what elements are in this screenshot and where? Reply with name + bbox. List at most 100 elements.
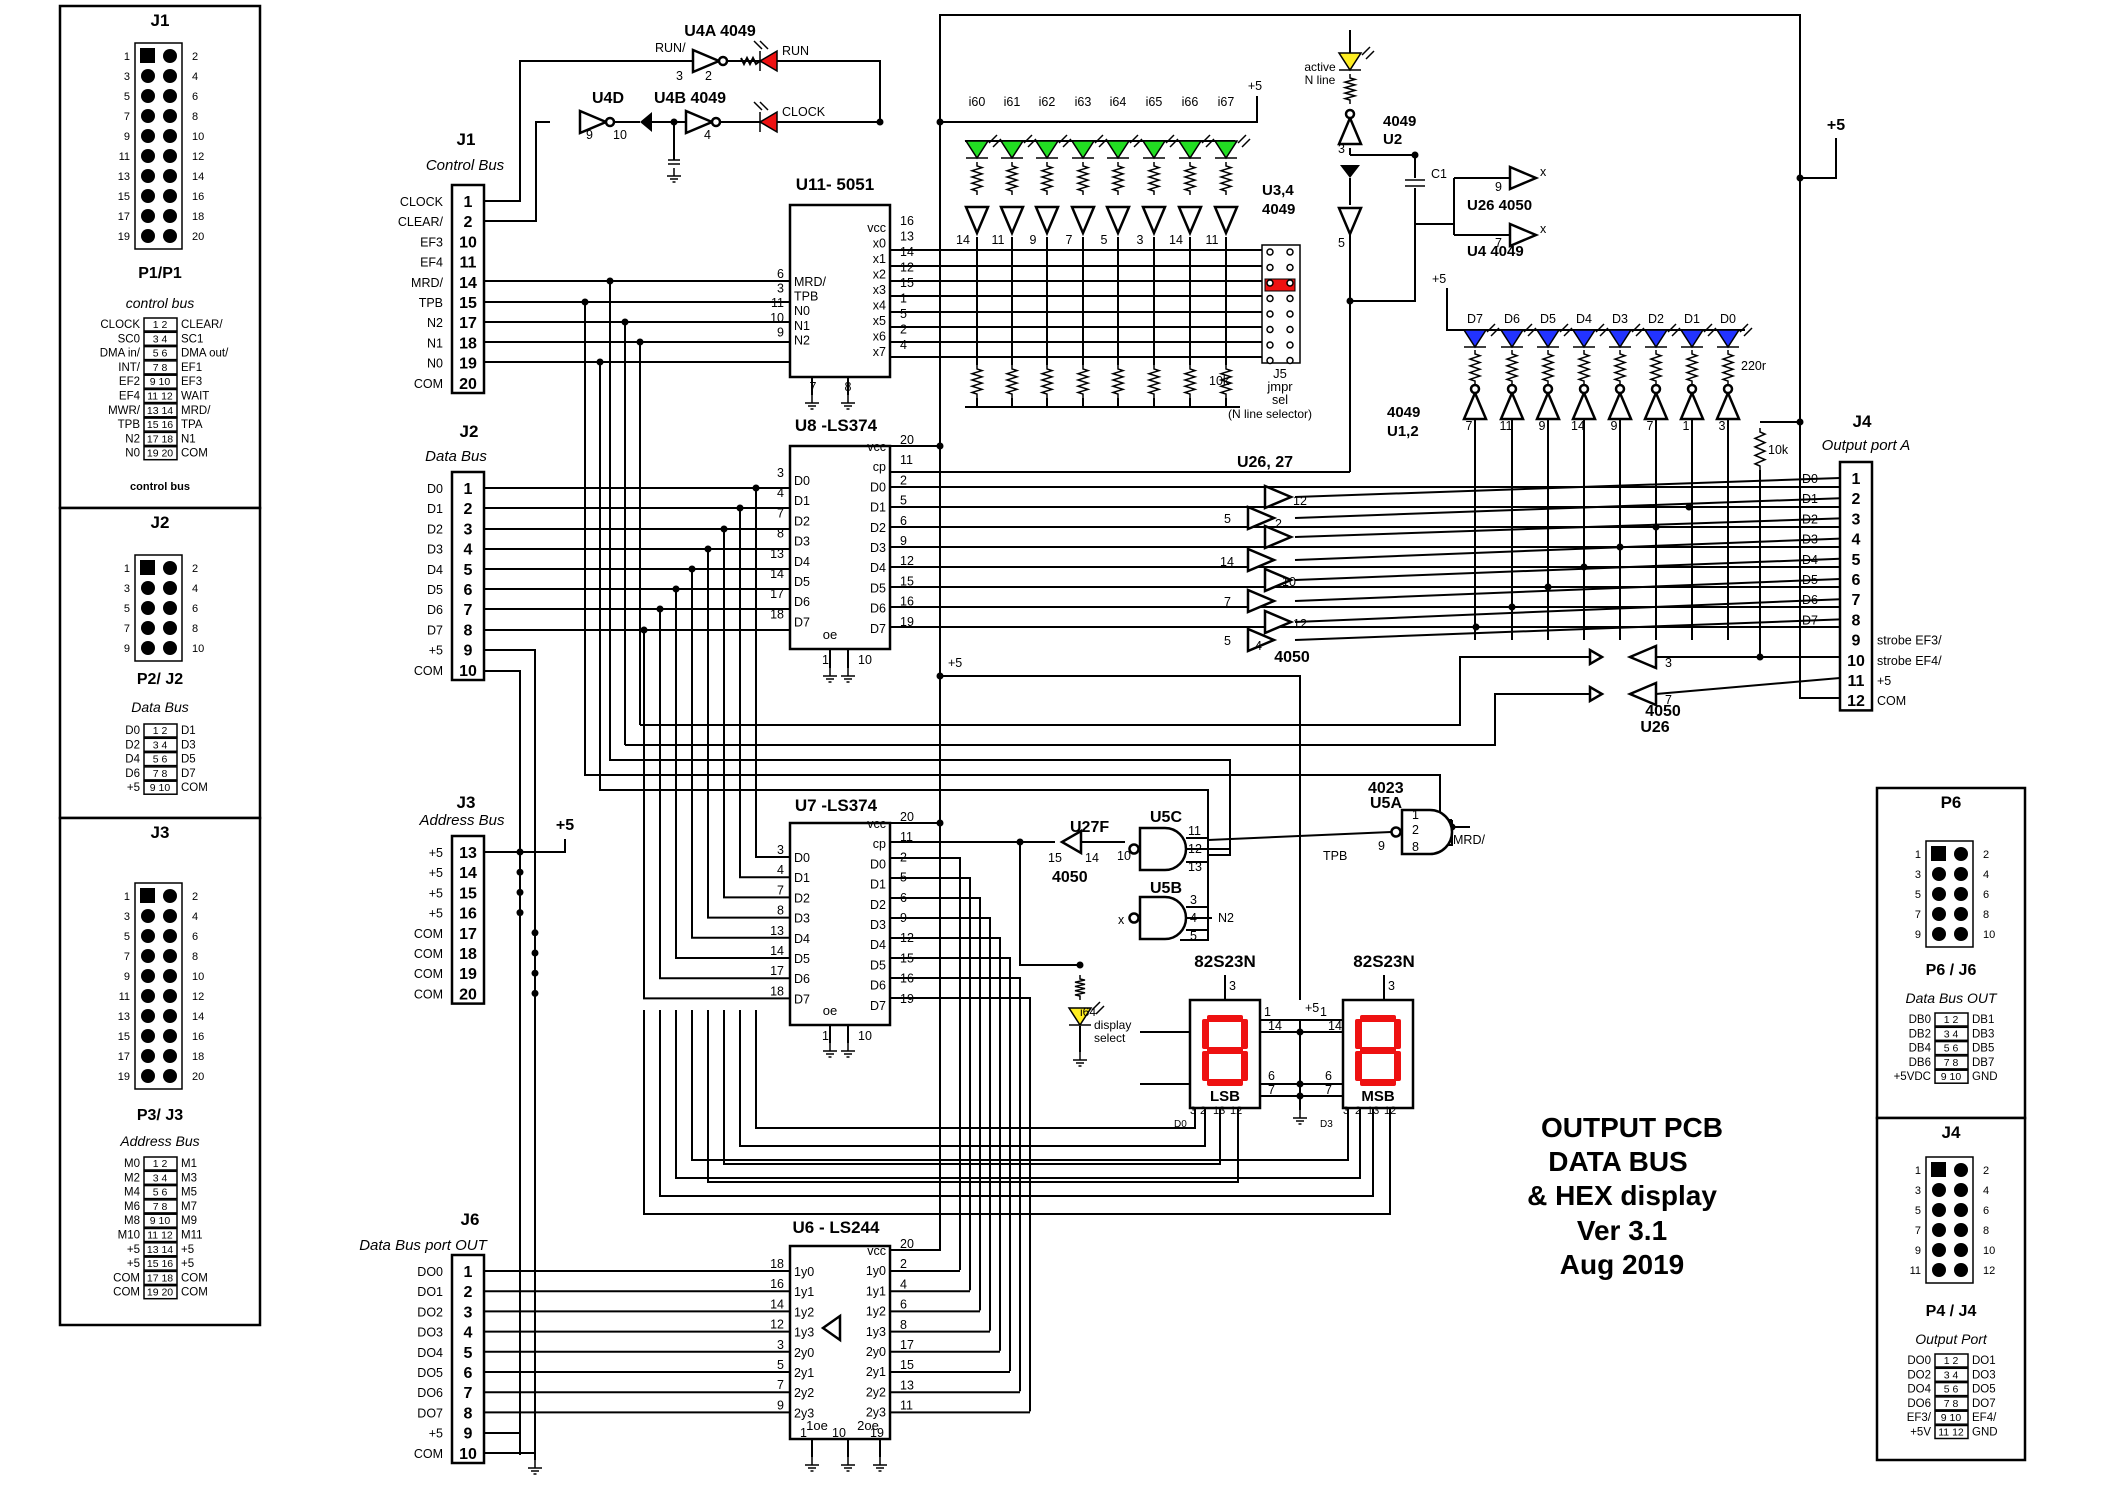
pin-number: 9: [1378, 839, 1385, 853]
pin-number: 14: [1268, 1019, 1282, 1033]
chip-pin-number: 3: [777, 466, 784, 480]
pin-number: 1: [124, 51, 130, 63]
blue-led-icon: [1462, 329, 1488, 349]
pin-number: 3: [1719, 419, 1726, 433]
connector-pin: 15: [459, 295, 477, 312]
pin-square: [140, 560, 155, 575]
pin-signal: GND: [1972, 1071, 1998, 1083]
wire: [1294, 618, 1841, 641]
signal-label: COM: [414, 987, 443, 1001]
pinout-title: P6: [1941, 793, 1962, 812]
pin-pair: 17 18: [147, 1272, 173, 1284]
pin-number: 5: [1224, 634, 1231, 648]
chip-pin-number: 20: [900, 810, 914, 824]
pin-number: 7: [1325, 1083, 1332, 1097]
pin-signal: COM: [113, 1272, 140, 1284]
pin-number: 11: [1500, 419, 1513, 433]
pin-cell: [1934, 1026, 1969, 1042]
signal-label: CLOCK: [400, 195, 444, 209]
chip-pin-number: 4: [900, 338, 907, 352]
junction-dot: [516, 848, 524, 856]
led-ray: [1523, 323, 1533, 333]
wire: [890, 122, 941, 1251]
wire: [890, 857, 961, 1270]
buffer-gate-icon: [1246, 547, 1278, 573]
signal-label: COM: [414, 967, 443, 981]
connector-pin: 5: [1852, 552, 1861, 569]
led-label: i64: [1080, 1005, 1096, 1019]
pin-dot: [141, 209, 155, 223]
pin-cell: [143, 737, 178, 753]
chip-pin-number: 9: [777, 325, 784, 339]
resistor-icon: [1075, 365, 1091, 398]
pin-dot: [1954, 1183, 1968, 1197]
pin-number: 3: [1190, 893, 1197, 907]
pin-dot: [1954, 867, 1968, 881]
pin-number: 14: [1169, 233, 1183, 247]
pin-signal: CLOCK: [100, 319, 140, 331]
chip-pin-name: D6: [794, 595, 810, 609]
signal-label: DO1: [417, 1285, 443, 1299]
pin-number: 7: [1915, 1225, 1921, 1237]
connector-pin: 7: [464, 1385, 473, 1402]
resistor-icon: [1074, 975, 1086, 1000]
pinout-panel-p6: [1875, 786, 2027, 1120]
signal-label: RUN/: [655, 41, 686, 55]
led-ray: [1486, 323, 1496, 333]
chip-pin-name: D1: [870, 501, 886, 515]
pin-signal: DB6: [1909, 1057, 1931, 1069]
junction-dot: [531, 969, 539, 977]
pin-number: 17: [118, 1051, 130, 1063]
pin-dot: [163, 581, 177, 595]
connector-pin: 2: [464, 214, 473, 231]
connector-pin: 14: [459, 275, 477, 292]
junction-dot: [636, 338, 644, 346]
pin-pair: 7 8: [153, 362, 168, 374]
inverter-bubble-icon: [1469, 383, 1481, 395]
chip-pin-number: 10: [770, 311, 784, 325]
buffer-gate-icon: [1059, 828, 1083, 856]
wire: [723, 1010, 1221, 1165]
resistor-icon: [1039, 162, 1055, 195]
resistor-label: 220r: [1741, 359, 1766, 373]
junction-dot: [516, 909, 524, 917]
pin-signal: COM: [181, 782, 208, 794]
wire: [1294, 537, 1841, 561]
pin-signal: M11: [181, 1230, 203, 1242]
connector-label: J1: [457, 130, 476, 149]
pin-number: 2: [192, 51, 198, 63]
chip-pin-number: 6: [777, 267, 784, 281]
connector-pin: 10: [459, 234, 477, 251]
pin-number: 10: [1282, 575, 1296, 589]
chip-pin-name: D5: [794, 575, 810, 589]
connector-pin: 1: [464, 1264, 473, 1281]
resistor-icon: [1720, 350, 1736, 385]
junction-dot: [581, 298, 589, 306]
pin-dot: [163, 1069, 177, 1083]
buffer-gate-icon: [1263, 524, 1295, 550]
led-ray: [753, 40, 763, 50]
chip-pin-name: 1oe: [806, 1418, 828, 1433]
pin-label: D3: [1320, 1119, 1333, 1130]
pin-dot: [163, 69, 177, 83]
pin-number: 12: [1983, 1265, 1995, 1277]
buffer-gate-icon: [578, 109, 610, 135]
resistor-icon: [1753, 428, 1767, 470]
chip-pin-name: D7: [794, 615, 810, 629]
wire: [609, 281, 1231, 856]
pinout-subtitle: Data Bus OUT: [1905, 990, 1997, 1006]
pin-dot: [163, 929, 177, 943]
buffer-gate-icon: [1508, 222, 1540, 248]
connector-pin: 8: [1852, 612, 1861, 629]
chip-pin-number: 16: [900, 595, 914, 609]
chip-pin-number: 14: [770, 567, 784, 581]
connector-pin: 4: [464, 542, 473, 559]
pin-signal: MRD/: [181, 405, 211, 417]
pin-header-outline: [1925, 1156, 1974, 1284]
pin-dot: [163, 621, 177, 635]
junction-dot: [596, 358, 604, 366]
junction-dot: [516, 888, 524, 896]
pin-cell: [143, 1242, 178, 1257]
pin-number: 14: [956, 233, 970, 247]
pin-signal: M0: [124, 1158, 140, 1170]
